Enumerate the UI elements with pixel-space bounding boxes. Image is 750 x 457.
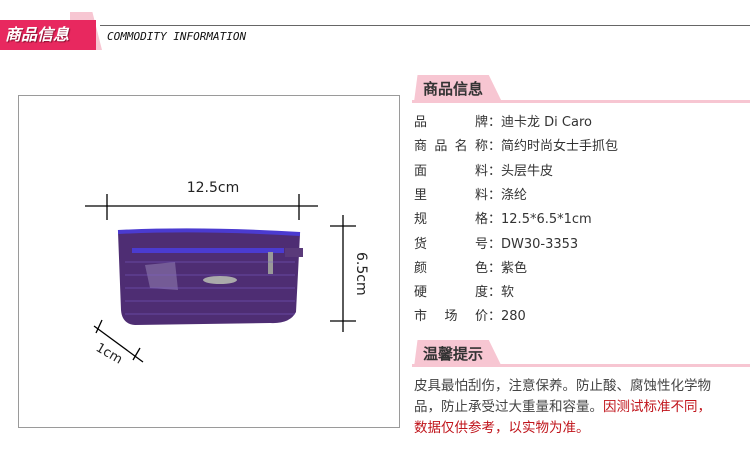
tips-section-title: 温馨提示 — [414, 340, 502, 367]
info-row: 规 格：12.5*6.5*1cm — [414, 208, 592, 232]
info-value: 紫色 — [501, 260, 528, 276]
info-key: 货 号 — [414, 236, 488, 252]
info-key: 规 格 — [414, 212, 488, 228]
dimension-lines — [85, 194, 356, 363]
care-note: 皮具最怕刮伤，注意保养。防止酸、腐蚀性化学物品，防止承受过大重量和容量。 — [414, 378, 711, 415]
info-key: 市 场 价 — [414, 309, 488, 325]
info-key: 品 牌 — [414, 115, 488, 130]
info-value: 280 — [501, 309, 526, 325]
info-section-title: 商品信息 — [414, 75, 502, 102]
info-divider — [412, 100, 750, 103]
info-row: 货 号：DW30-3353 — [414, 233, 578, 257]
info-row: 面 料：头层牛皮 — [414, 160, 553, 184]
width-label: 12.5cm — [187, 180, 240, 196]
product-image: 12.5cm 6.5cm 1cm — [85, 180, 369, 368]
info-value: 简约时尚女士手抓包 — [501, 139, 619, 155]
info-row: 品 牌：迪卡龙 Di Caro — [414, 111, 592, 135]
header-subtitle: COMMODITY INFORMATION — [107, 30, 247, 43]
info-value: DW30-3353 — [501, 236, 579, 252]
info-key: 硬 度 — [414, 285, 488, 301]
tips-divider — [412, 364, 750, 367]
header-title: 商品信息 — [0, 20, 96, 50]
header-divider — [100, 25, 750, 26]
info-value: 软 — [501, 285, 515, 301]
info-value: 12.5*6.5*1cm — [501, 212, 592, 228]
info-key: 颜 色 — [414, 260, 488, 276]
info-row: 硬 度：软 — [414, 281, 514, 305]
info-row: 颜 色：紫色 — [414, 257, 527, 281]
info-value: 涤纶 — [501, 187, 528, 203]
warning-note: 因测试标准不同，数据仅供参考，以实物为准。 — [414, 399, 711, 436]
info-value: 头层牛皮 — [501, 163, 554, 179]
info-row: 商品名称：简约时尚女士手抓包 — [414, 135, 618, 159]
info-row: 里 料：涤纶 — [414, 184, 527, 208]
info-value: 迪卡龙 Di Caro — [501, 115, 592, 130]
tips-text: 皮具最怕刮伤，注意保养。防止酸、腐蚀性化学物品，防止承受过大重量和容量。因测试标… — [414, 376, 714, 439]
wallet-graphic — [117, 228, 303, 325]
height-label: 6.5cm — [353, 252, 369, 296]
info-key: 里 料 — [414, 187, 488, 203]
info-row: 市 场 价：280 — [414, 305, 526, 329]
info-key: 面 料 — [414, 163, 488, 179]
product-image-frame — [18, 95, 400, 428]
info-key: 商品名称 — [414, 139, 488, 155]
